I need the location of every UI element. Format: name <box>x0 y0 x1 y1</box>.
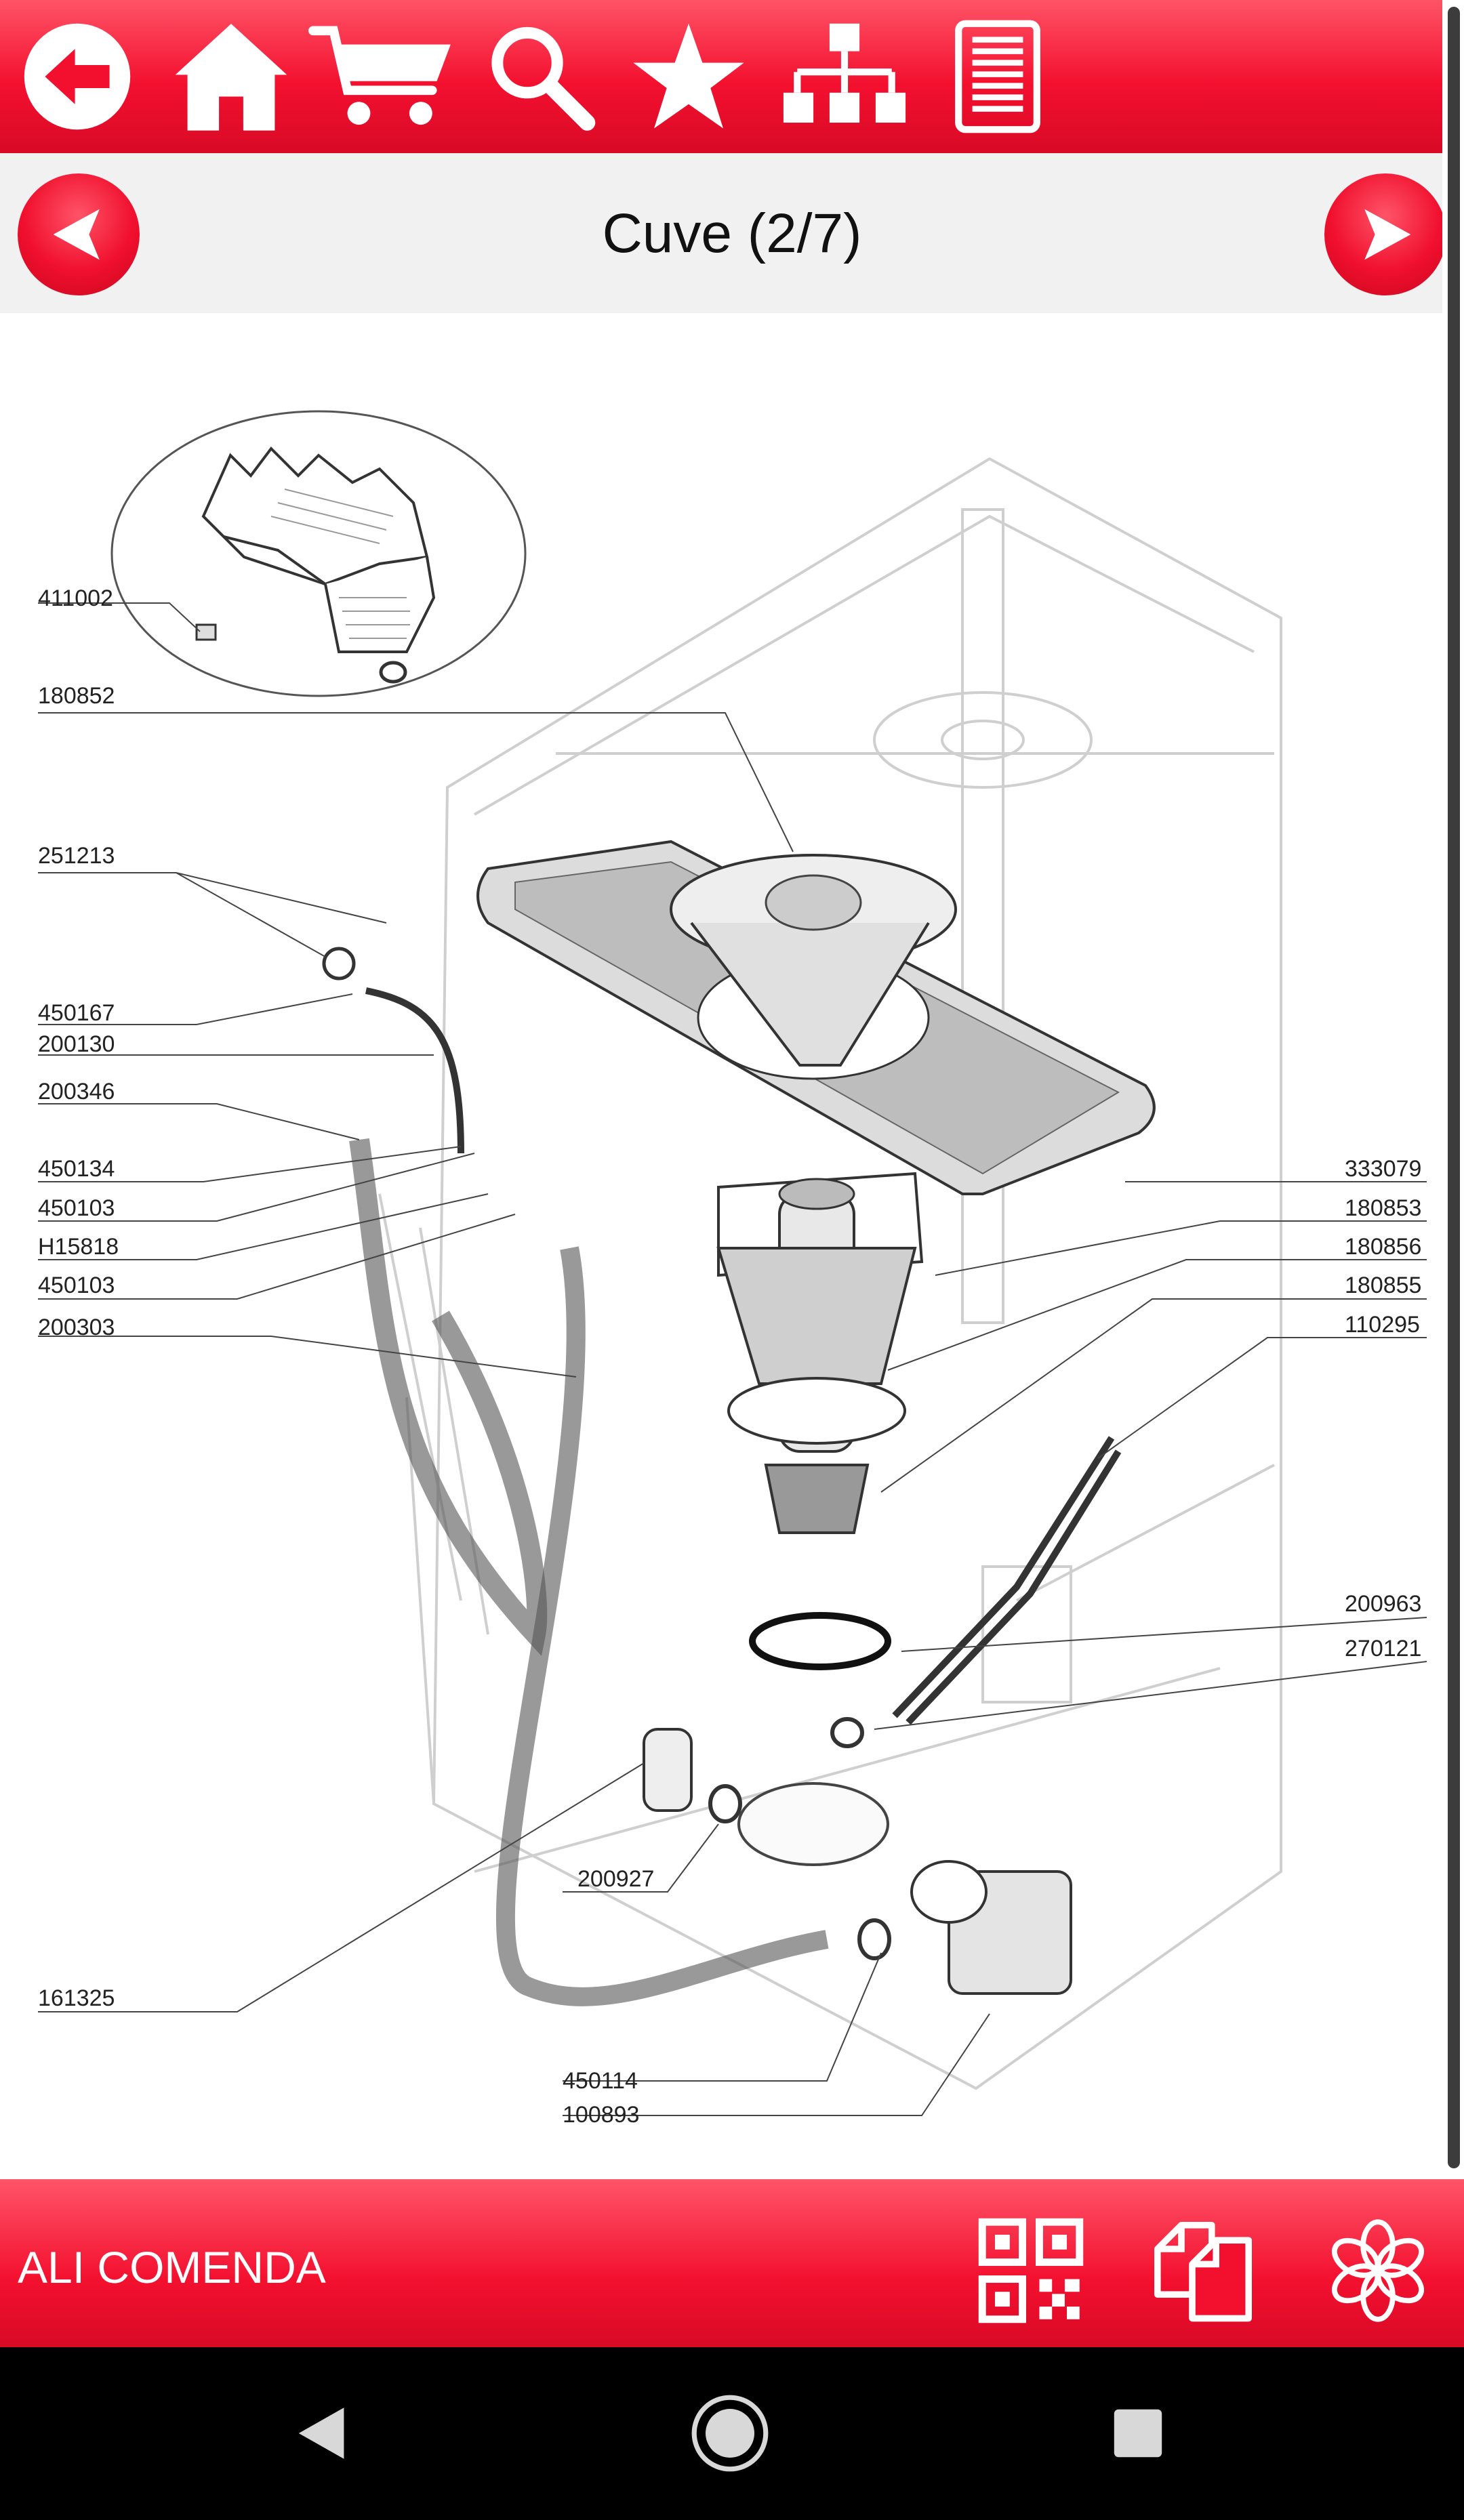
callout-333079[interactable]: 333079 <box>1345 1156 1422 1182</box>
home-button[interactable] <box>167 12 296 141</box>
qr-code-icon <box>978 2218 1084 2323</box>
callout-450134[interactable]: 450134 <box>38 1156 115 1182</box>
arrow-left-icon <box>53 209 100 260</box>
page-title: Cuve (2/7) <box>602 203 862 264</box>
search-icon <box>491 26 596 131</box>
callout-411002[interactable]: 411002 <box>38 585 113 611</box>
system-back-button[interactable] <box>278 2389 366 2477</box>
callout-450103-b[interactable]: 450103 <box>38 1273 115 1298</box>
system-navigation-bar <box>0 2347 1464 2520</box>
previous-page-button[interactable] <box>18 173 140 295</box>
documents-button[interactable] <box>1145 2213 1261 2328</box>
bottom-bar: ALI COMENDA <box>0 2179 1464 2347</box>
callout-200346[interactable]: 200346 <box>38 1079 115 1104</box>
callout-450167[interactable]: 450167 <box>38 1000 115 1026</box>
search-button[interactable] <box>474 12 603 141</box>
callout-270121[interactable]: 270121 <box>1345 1636 1422 1661</box>
cart-button[interactable] <box>305 12 461 141</box>
drain-hose <box>349 1138 548 1656</box>
circle-home-icon <box>691 2395 769 2472</box>
top-toolbar <box>0 0 1464 153</box>
system-home-button[interactable] <box>686 2389 774 2477</box>
triangle-back-icon <box>298 2408 344 2459</box>
parts-diagram: 411002 180852 251213 450167 200130 20034… <box>0 313 1437 2179</box>
qr-code-button[interactable] <box>973 2213 1089 2328</box>
callout-h15818[interactable]: H15818 <box>38 1234 119 1260</box>
next-page-button[interactable] <box>1324 173 1446 295</box>
flower-logo-icon <box>1332 2219 1424 2322</box>
callout-450114[interactable]: 450114 <box>563 2068 638 2094</box>
system-recents-button[interactable] <box>1094 2389 1182 2477</box>
sitemap-icon <box>783 23 906 123</box>
callout-180855[interactable]: 180855 <box>1345 1273 1422 1298</box>
callout-180852[interactable]: 180852 <box>38 683 115 709</box>
callout-161325[interactable]: 161325 <box>38 1985 115 2011</box>
callout-100893[interactable]: 100893 <box>563 2102 640 2128</box>
exploded-view-drawing <box>38 410 1427 2116</box>
home-icon <box>175 24 287 131</box>
section-header: Cuve (2/7) <box>0 153 1464 313</box>
back-icon <box>24 23 131 130</box>
list-button[interactable] <box>950 12 1045 141</box>
brand-logo-button[interactable] <box>1320 2213 1436 2328</box>
list-icon <box>955 20 1040 133</box>
cart-icon <box>308 26 451 125</box>
sitemap-button[interactable] <box>777 12 912 141</box>
callout-180856[interactable]: 180856 <box>1345 1234 1422 1260</box>
scrollbar-thumb[interactable] <box>1448 7 1460 2168</box>
callout-200130[interactable]: 200130 <box>38 1031 115 1057</box>
brand-name: ALI COMENDA <box>18 2242 326 2292</box>
documents-icon <box>1154 2222 1252 2322</box>
star-icon <box>633 23 744 129</box>
callout-200303[interactable]: 200303 <box>38 1315 115 1340</box>
callout-200963[interactable]: 200963 <box>1345 1591 1422 1617</box>
fill-hose <box>495 1246 829 2006</box>
arrow-right-icon <box>1364 209 1411 260</box>
callout-180853[interactable]: 180853 <box>1345 1195 1422 1221</box>
back-button[interactable] <box>16 12 138 141</box>
callout-450103[interactable]: 450103 <box>38 1195 115 1221</box>
square-recents-icon <box>1114 2409 1162 2458</box>
favorites-button[interactable] <box>628 12 750 141</box>
callout-200927[interactable]: 200927 <box>577 1866 655 1892</box>
callout-251213[interactable]: 251213 <box>38 843 115 869</box>
callout-110295[interactable]: 110295 <box>1345 1312 1420 1338</box>
